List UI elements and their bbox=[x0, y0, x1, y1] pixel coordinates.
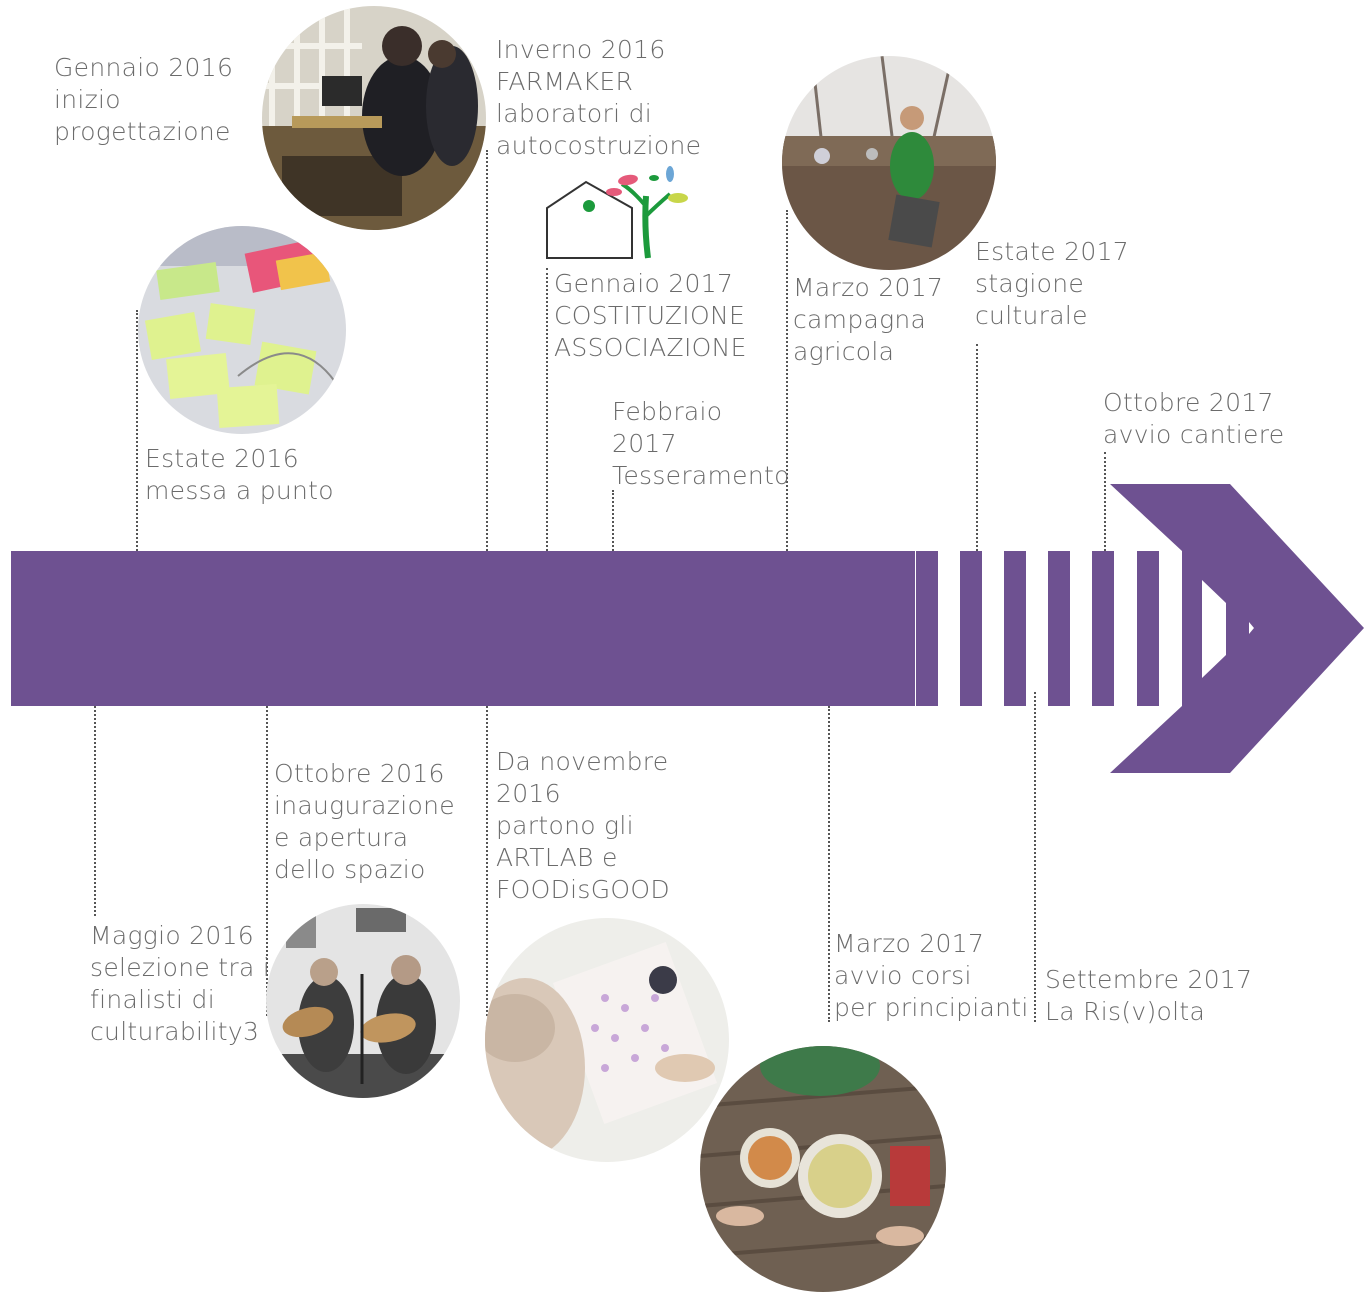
event-line: La Ris(v)olta bbox=[1045, 997, 1206, 1026]
event-ott2017: Ottobre 2017 avvio cantiere bbox=[1103, 387, 1284, 451]
event-line: e apertura bbox=[274, 823, 409, 852]
connector-mar2017b bbox=[828, 706, 830, 1022]
event-line: messa a punto bbox=[145, 476, 334, 505]
workshop-photo bbox=[262, 6, 486, 230]
connector-est2017 bbox=[976, 344, 978, 551]
event-line: avvio cantiere bbox=[1103, 420, 1285, 449]
event-date: Ottobre 2017 bbox=[1103, 388, 1274, 417]
connector-ott2016 bbox=[266, 706, 268, 1016]
event-date: Da novembre bbox=[496, 747, 669, 776]
event-set2017: Settembre 2017 La Ris(v)olta bbox=[1045, 964, 1252, 1028]
event-date: Estate 2016 bbox=[145, 444, 299, 473]
connector-set2017 bbox=[1034, 692, 1036, 1022]
event-line: 2017 bbox=[612, 429, 677, 458]
event-line: ARTLAB e bbox=[496, 843, 618, 872]
sticky-notes-photo bbox=[138, 226, 346, 434]
event-line: campagna bbox=[793, 305, 927, 334]
art-lab-photo bbox=[485, 918, 729, 1162]
event-line: avvio corsi bbox=[834, 961, 972, 990]
event-date: Estate 2017 bbox=[975, 237, 1129, 266]
timeline-stripe bbox=[916, 551, 938, 706]
event-line: 2016 bbox=[496, 779, 561, 808]
event-gen2016: Gennaio 2016 inizio progettazione bbox=[54, 52, 233, 148]
event-mar2017b: Marzo 2017 avvio corsi per principianti bbox=[834, 928, 1029, 1024]
event-line: agricola bbox=[793, 337, 895, 366]
event-date: Gennaio 2016 bbox=[54, 53, 234, 82]
event-date: Marzo 2017 bbox=[793, 273, 944, 302]
association-logo-icon bbox=[546, 166, 688, 259]
event-line: inaugurazione bbox=[274, 791, 455, 820]
event-line: inizio bbox=[54, 85, 121, 114]
event-line: COSTITUZIONE bbox=[554, 301, 746, 330]
event-line: progettazione bbox=[54, 117, 231, 146]
connector-mar2017a bbox=[786, 210, 788, 551]
timeline-stripe bbox=[1137, 551, 1159, 706]
event-est2017: Estate 2017 stagione culturale bbox=[975, 236, 1129, 332]
event-date: Gennaio 2017 bbox=[554, 269, 734, 298]
event-mar2017a: Marzo 2017 campagna agricola bbox=[793, 272, 943, 368]
connector-ott2017 bbox=[1104, 452, 1106, 551]
connector-mag2016 bbox=[94, 706, 96, 916]
event-line: FOODisGOOD bbox=[496, 875, 670, 904]
event-gen2017: Gennaio 2017 COSTITUZIONE ASSOCIAZIONE bbox=[554, 268, 747, 364]
event-date: Marzo 2017 bbox=[834, 929, 985, 958]
connector-nov2016 bbox=[486, 706, 488, 1016]
timeline-stripe bbox=[1004, 551, 1026, 706]
event-line: laboratori di bbox=[496, 99, 653, 128]
timeline-stripe bbox=[1092, 551, 1114, 706]
connector-est2016 bbox=[136, 310, 138, 551]
event-mag2016: Maggio 2016 selezione tra i finalisti di… bbox=[90, 920, 270, 1048]
event-line: dello spazio bbox=[274, 855, 426, 884]
timeline-arrow-icon bbox=[1110, 484, 1364, 773]
event-inv2016: Inverno 2016 FARMAKER laboratori di auto… bbox=[496, 34, 701, 162]
concert-photo bbox=[266, 904, 460, 1098]
event-date: Maggio 2016 bbox=[90, 921, 255, 950]
event-line: per principianti bbox=[834, 993, 1029, 1022]
event-line: ASSOCIAZIONE bbox=[554, 333, 747, 362]
timeline-main-bar bbox=[11, 551, 915, 706]
event-line: culturability3 bbox=[90, 1017, 260, 1046]
event-date: Ottobre 2016 bbox=[274, 759, 445, 788]
timeline-stripe bbox=[960, 551, 982, 706]
event-date: Febbraio bbox=[612, 397, 723, 426]
event-line: autocostruzione bbox=[496, 131, 702, 160]
event-est2016: Estate 2016 messa a punto bbox=[145, 443, 334, 507]
event-ott2016: Ottobre 2016 inaugurazione e apertura de… bbox=[274, 758, 455, 886]
event-line: stagione bbox=[975, 269, 1085, 298]
event-nov2016: Da novembre 2016 partono gli ARTLAB e FO… bbox=[496, 746, 670, 906]
food-photo bbox=[700, 1046, 946, 1292]
connector-gen2017 bbox=[546, 268, 548, 551]
connector-inv2016 bbox=[486, 150, 488, 551]
timeline-stripe bbox=[1048, 551, 1070, 706]
event-feb2017: Febbraio 2017 Tesseramento bbox=[612, 396, 790, 492]
event-date: Settembre 2017 bbox=[1045, 965, 1253, 994]
event-line: selezione tra i bbox=[90, 953, 271, 982]
farming-photo bbox=[782, 56, 996, 270]
event-date: Inverno 2016 bbox=[496, 35, 666, 64]
event-line: FARMAKER bbox=[496, 67, 634, 96]
event-line: finalisti di bbox=[90, 985, 215, 1014]
event-line: Tesseramento bbox=[612, 461, 790, 490]
event-line: culturale bbox=[975, 301, 1088, 330]
connector-feb2017 bbox=[612, 490, 614, 551]
event-line: partono gli bbox=[496, 811, 634, 840]
